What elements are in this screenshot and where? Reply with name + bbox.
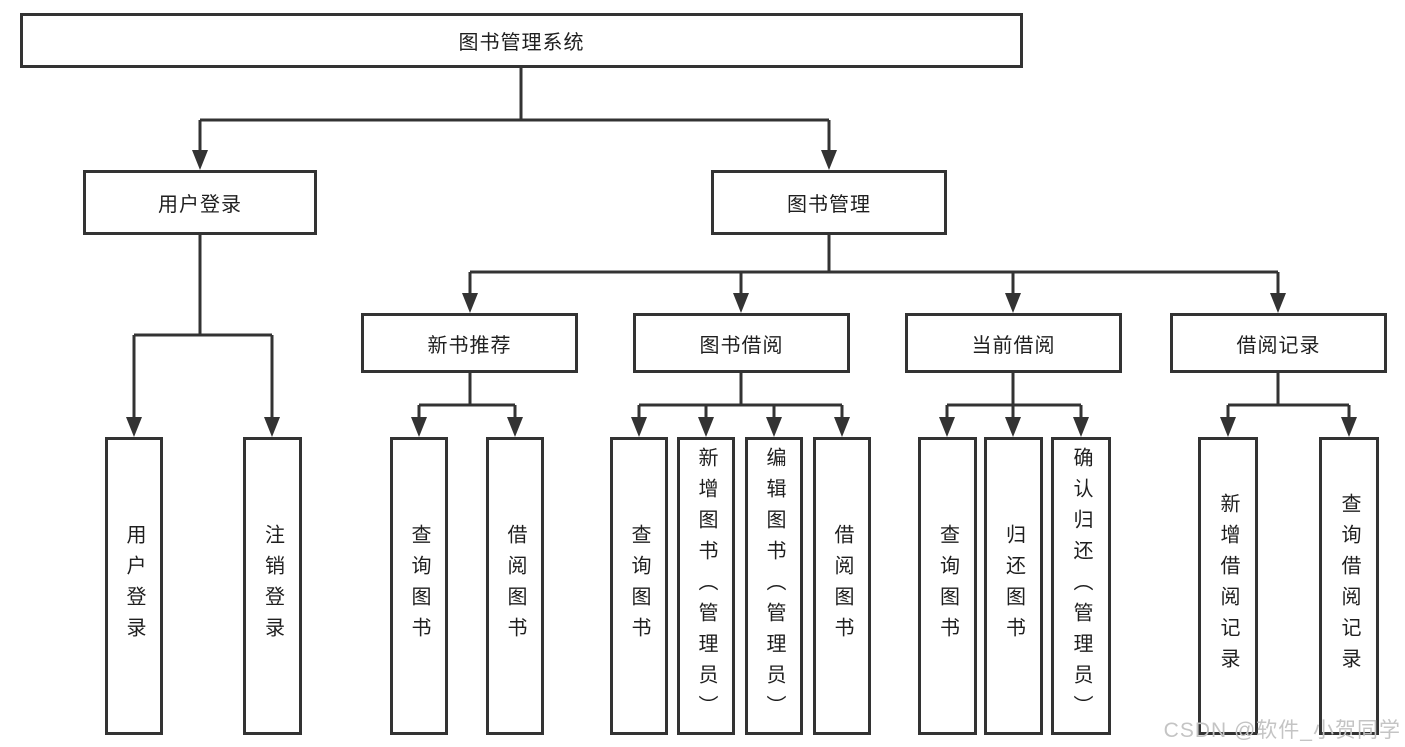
node-label: 注销登录	[261, 524, 284, 648]
node-user-login-module: 用户登录	[83, 170, 317, 235]
node-borrowing-records: 借阅记录	[1170, 313, 1387, 373]
node-leaf-query-books-recommend: 查询图书	[390, 437, 448, 735]
node-label: 编辑图书（管理员）	[763, 446, 785, 726]
node-leaf-query-books-borrow: 查询图书	[610, 437, 668, 735]
node-current-borrowing: 当前借阅	[905, 313, 1122, 373]
node-leaf-borrow-books: 借阅图书	[813, 437, 871, 735]
node-root-system: 图书管理系统	[20, 13, 1023, 68]
node-leaf-borrow-books-recommend: 借阅图书	[486, 437, 544, 735]
node-leaf-edit-books-admin: 编辑图书（管理员）	[745, 437, 803, 735]
node-label: 查询借阅记录	[1338, 493, 1360, 679]
node-label: 确认归还（管理员）	[1070, 446, 1092, 726]
node-label: 归还图书	[1002, 524, 1025, 648]
node-leaf-add-books-admin: 新增图书（管理员）	[677, 437, 735, 735]
node-label: 借阅图书	[831, 524, 853, 648]
node-label: 用户登录	[158, 194, 242, 216]
node-leaf-return-books: 归还图书	[984, 437, 1043, 735]
node-label: 新增借阅记录	[1217, 493, 1239, 679]
node-leaf-user-login: 用户登录	[105, 437, 163, 735]
node-leaf-query-books-current: 查询图书	[918, 437, 977, 735]
node-label: 当前借阅	[971, 334, 1056, 357]
node-label: 查询图书	[936, 524, 959, 648]
node-label: 新增图书（管理员）	[695, 446, 717, 726]
node-new-book-recommend: 新书推荐	[361, 313, 578, 373]
node-label: 图书管理系统	[458, 32, 585, 54]
node-leaf-add-borrow-record: 新增借阅记录	[1198, 437, 1258, 735]
node-leaf-confirm-return-admin: 确认归还（管理员）	[1051, 437, 1111, 735]
node-label: 新书推荐	[427, 334, 512, 357]
node-leaf-logout: 注销登录	[243, 437, 302, 735]
node-label: 查询图书	[408, 524, 430, 648]
connector-lines	[132, 68, 1351, 425]
node-label: 查询图书	[628, 524, 650, 648]
watermark: CSDN @软件_小贺同学	[1163, 719, 1401, 742]
arrowhead-icons	[126, 150, 1357, 437]
node-book-management-module: 图书管理	[711, 170, 947, 235]
node-label: 借阅记录	[1236, 334, 1321, 357]
node-label: 用户登录	[123, 524, 145, 648]
node-label: 图书借阅	[699, 334, 784, 357]
node-leaf-query-borrow-record: 查询借阅记录	[1319, 437, 1379, 735]
node-book-borrowing: 图书借阅	[633, 313, 850, 373]
node-label: 图书管理	[787, 194, 871, 216]
node-label: 借阅图书	[504, 524, 526, 648]
